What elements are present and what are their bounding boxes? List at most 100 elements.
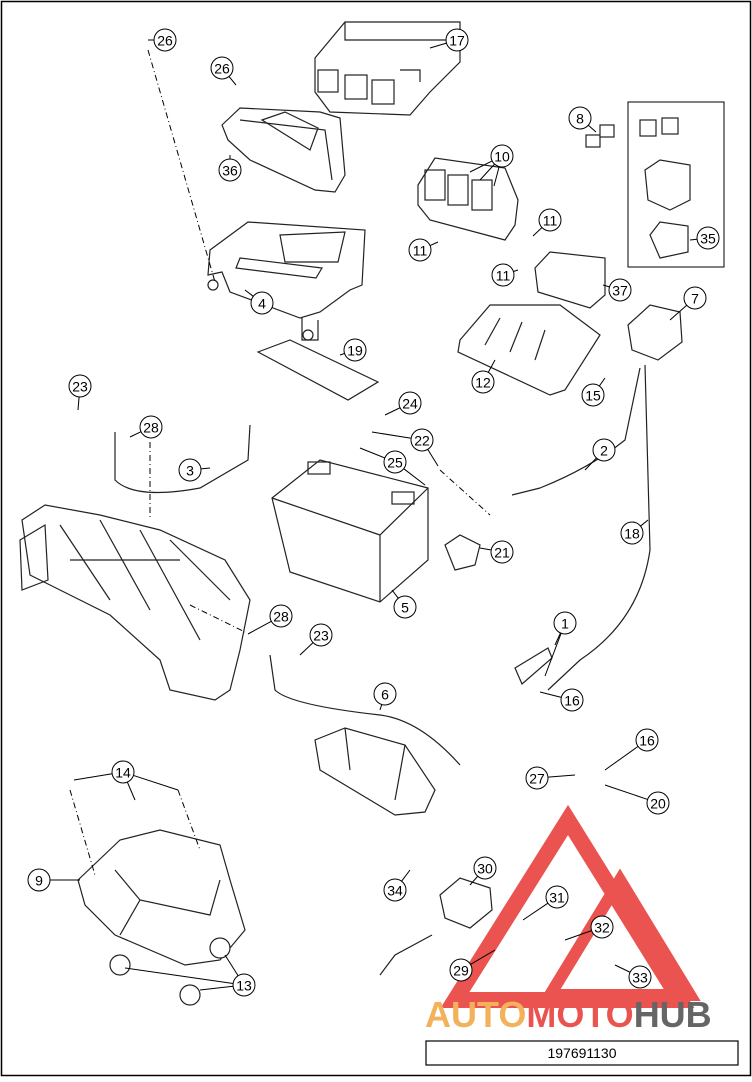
dash-line	[147, 49, 216, 283]
callout-leader-line	[379, 704, 383, 711]
callout-number: 25	[387, 455, 403, 471]
cable-3	[114, 424, 251, 494]
callout-number: 15	[585, 388, 601, 404]
callout-circle	[449, 958, 473, 982]
callout-circle	[210, 56, 234, 80]
callout-circle	[490, 540, 514, 564]
part-module-37	[534, 251, 606, 309]
callout-circle	[545, 885, 569, 909]
callout-37: 37	[602, 278, 632, 302]
callout-leader-line	[247, 620, 272, 635]
callout-circle	[471, 370, 495, 394]
callout-number: 20	[650, 796, 666, 812]
callout-number: 18	[624, 526, 640, 542]
callout-27: 27	[525, 766, 576, 790]
cable-2	[511, 367, 641, 496]
callout-number: 12	[475, 375, 491, 391]
document-number-box: 197691130	[425, 1040, 739, 1066]
callout-16: 16	[604, 728, 659, 771]
callout-circle	[628, 965, 652, 989]
callout-16: 16	[539, 688, 584, 712]
callout-leader-line	[587, 124, 597, 133]
callout-leader-line	[522, 902, 549, 921]
callout-circle	[590, 915, 614, 939]
callout-13: 13	[124, 954, 256, 997]
callout-circle	[269, 604, 293, 628]
callout-number: 8	[576, 111, 584, 127]
callout-22: 22	[371, 428, 439, 467]
part-bracket-36	[221, 107, 346, 193]
callout-circle	[218, 158, 242, 182]
callout-leader-line	[493, 166, 500, 187]
callout-number: 4	[258, 296, 266, 312]
callout-circle	[608, 278, 632, 302]
callout-number: 11	[413, 243, 428, 259]
callout-leader-line	[669, 304, 688, 321]
part-21	[444, 534, 481, 571]
document-number-frame	[425, 1040, 739, 1066]
callout-35: 35	[689, 226, 720, 250]
callout-leader-line	[384, 407, 401, 416]
callout-23: 23	[68, 374, 92, 411]
callout-3: 3	[178, 458, 211, 482]
callout-circle	[393, 595, 417, 619]
callout-circle	[383, 878, 407, 902]
callout-leader-line	[689, 238, 698, 241]
part-pad-19	[256, 339, 380, 401]
callout-leader-line	[339, 353, 345, 356]
part-box-35	[627, 101, 725, 268]
callout-21: 21	[479, 540, 514, 564]
callout-number: 26	[157, 33, 173, 49]
callout-8: 8	[568, 106, 597, 133]
callout-leader-line	[126, 781, 136, 801]
callout-number: 22	[414, 433, 430, 449]
callout-10: 10	[469, 144, 514, 187]
callout-number: 7	[691, 291, 699, 307]
callout-36: 36	[218, 155, 242, 182]
callout-circle	[553, 611, 577, 635]
callout-number: 16	[639, 733, 655, 749]
callout-circle	[250, 291, 274, 315]
callout-5: 5	[391, 589, 417, 619]
callout-circle	[683, 286, 707, 310]
callout-leader-line	[224, 954, 239, 976]
callout-leader-line	[429, 42, 447, 49]
callout-leader-line	[469, 875, 479, 886]
callout-circle	[398, 391, 422, 415]
callout-circle	[620, 521, 644, 545]
callout-number: 34	[387, 883, 403, 899]
callout-leader-line	[614, 964, 631, 973]
watermark-brand-moto: MOTO	[526, 994, 633, 1035]
callout-number: 30	[477, 861, 493, 877]
callout-leader-line	[200, 467, 211, 470]
callout-leader-line	[470, 949, 496, 965]
callout-leader-line	[554, 632, 561, 646]
cable-6	[269, 654, 461, 766]
cable-18	[547, 364, 651, 691]
callout-number: 6	[381, 687, 389, 703]
callout-number: 32	[594, 920, 610, 936]
callout-23: 23	[299, 623, 333, 656]
callout-number: 35	[700, 231, 716, 247]
callout-leader-line	[133, 774, 179, 791]
callout-leader-line	[359, 447, 385, 459]
callout-leader-line	[602, 284, 610, 288]
callout-number: 26	[214, 61, 230, 77]
callout-17: 17	[429, 28, 469, 52]
callout-circle	[491, 263, 515, 287]
callout-11: 11	[532, 208, 562, 237]
callout-number: 11	[496, 268, 511, 284]
callout-33: 33	[614, 964, 652, 989]
callout-leader-line	[487, 359, 496, 373]
callout-11: 11	[408, 238, 439, 262]
callout-circle	[560, 688, 584, 712]
callout-34: 34	[383, 869, 411, 902]
callout-circle	[410, 428, 434, 452]
cable-30	[379, 934, 433, 976]
document-number: 197691130	[547, 1045, 616, 1061]
part-rubber-13c	[179, 984, 201, 1006]
callout-number: 27	[529, 771, 545, 787]
callout-circle	[111, 760, 135, 784]
